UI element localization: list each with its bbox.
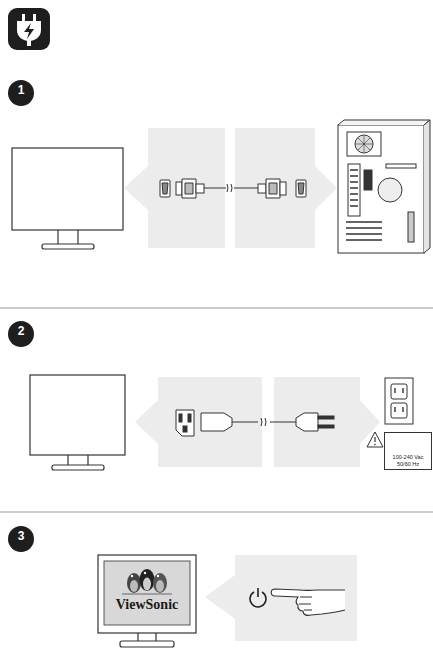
connection-panel — [124, 128, 337, 248]
warning-symbol — [367, 432, 383, 447]
brand-logo-text: ViewSonic — [104, 597, 190, 613]
monitor-front — [98, 555, 196, 647]
voltage-rating-box: 100-240 Vac 50/60 Hz — [384, 432, 432, 470]
step-number: 3 — [8, 526, 34, 552]
control-panel — [205, 555, 357, 641]
power-cord — [176, 410, 334, 436]
monitor-back — [12, 148, 123, 249]
callout-number: 2 — [8, 321, 34, 341]
power-icon — [8, 8, 50, 50]
pc-tower — [338, 120, 430, 253]
separator — [0, 308, 433, 309]
connection-panel — [135, 377, 380, 467]
step-number: 1 — [8, 80, 34, 106]
vga-cable — [160, 179, 306, 198]
wall-outlet — [385, 378, 413, 424]
callout-number: 1 — [8, 80, 34, 100]
pointing-hand — [271, 589, 345, 615]
bird-logo — [122, 569, 172, 594]
monitor-back — [30, 375, 125, 470]
power-button — [250, 588, 266, 607]
step-number: 2 — [8, 321, 34, 347]
rating-text: 100-240 Vac 50/60 Hz — [387, 454, 429, 467]
callout-number: 3 — [8, 526, 34, 546]
separator — [0, 512, 433, 513]
